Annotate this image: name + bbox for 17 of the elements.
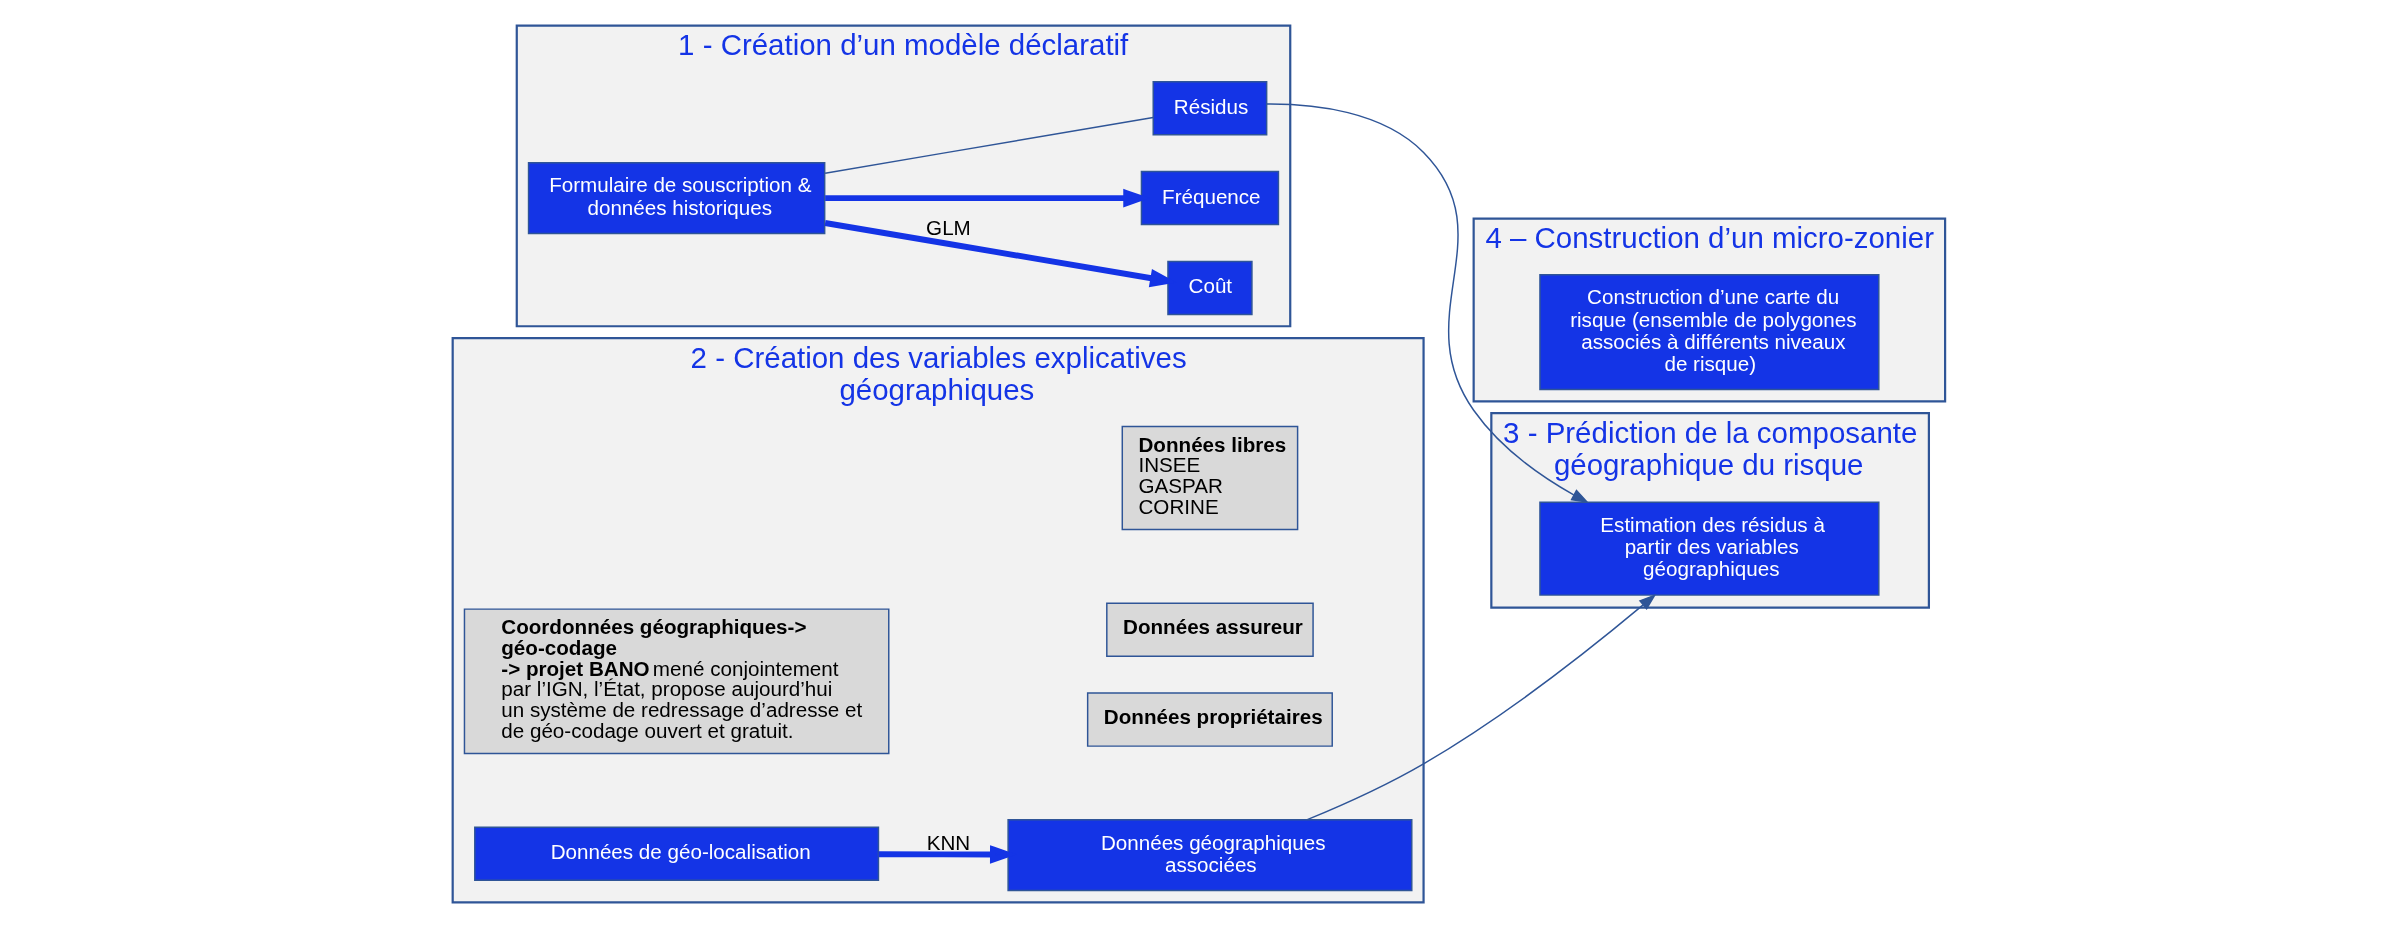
node-box: Données assureur: [1105, 602, 1314, 657]
connector: [823, 116, 1154, 174]
node-box: Fréquence: [1140, 170, 1279, 226]
node-box: Données de géo-localisation: [473, 826, 879, 881]
node-box: Formulaire de souscription & données historiques: [527, 162, 825, 235]
node-box: Construction d’une carte du risque (ensemble de polygones associés à différents niveaux de risque): [1538, 273, 1880, 391]
node-box: Résidus: [1152, 80, 1267, 136]
arrow: [1265, 103, 1589, 504]
node-box: Données libres INSEE GASPAR CORINE: [1121, 425, 1298, 531]
arrow: [1306, 593, 1656, 821]
edge-label: KNN: [926, 830, 970, 854]
node-box: Données propriétaires: [1086, 692, 1333, 747]
node-box: Estimation des résidus à partir des variables géographiques: [1538, 501, 1880, 596]
node-box: Données géographiques associées: [1006, 819, 1412, 892]
edge-label: GLM: [925, 216, 971, 240]
node-box: Coordonnées géographiques-> géo-codage -> projet BANO mené conjointement par l’IGN, l’État, propose aujourd’hui un système de redressage d’adresse et de géo-codage ouvert et gratuit.: [463, 608, 889, 755]
node-box: Coût: [1166, 260, 1253, 316]
